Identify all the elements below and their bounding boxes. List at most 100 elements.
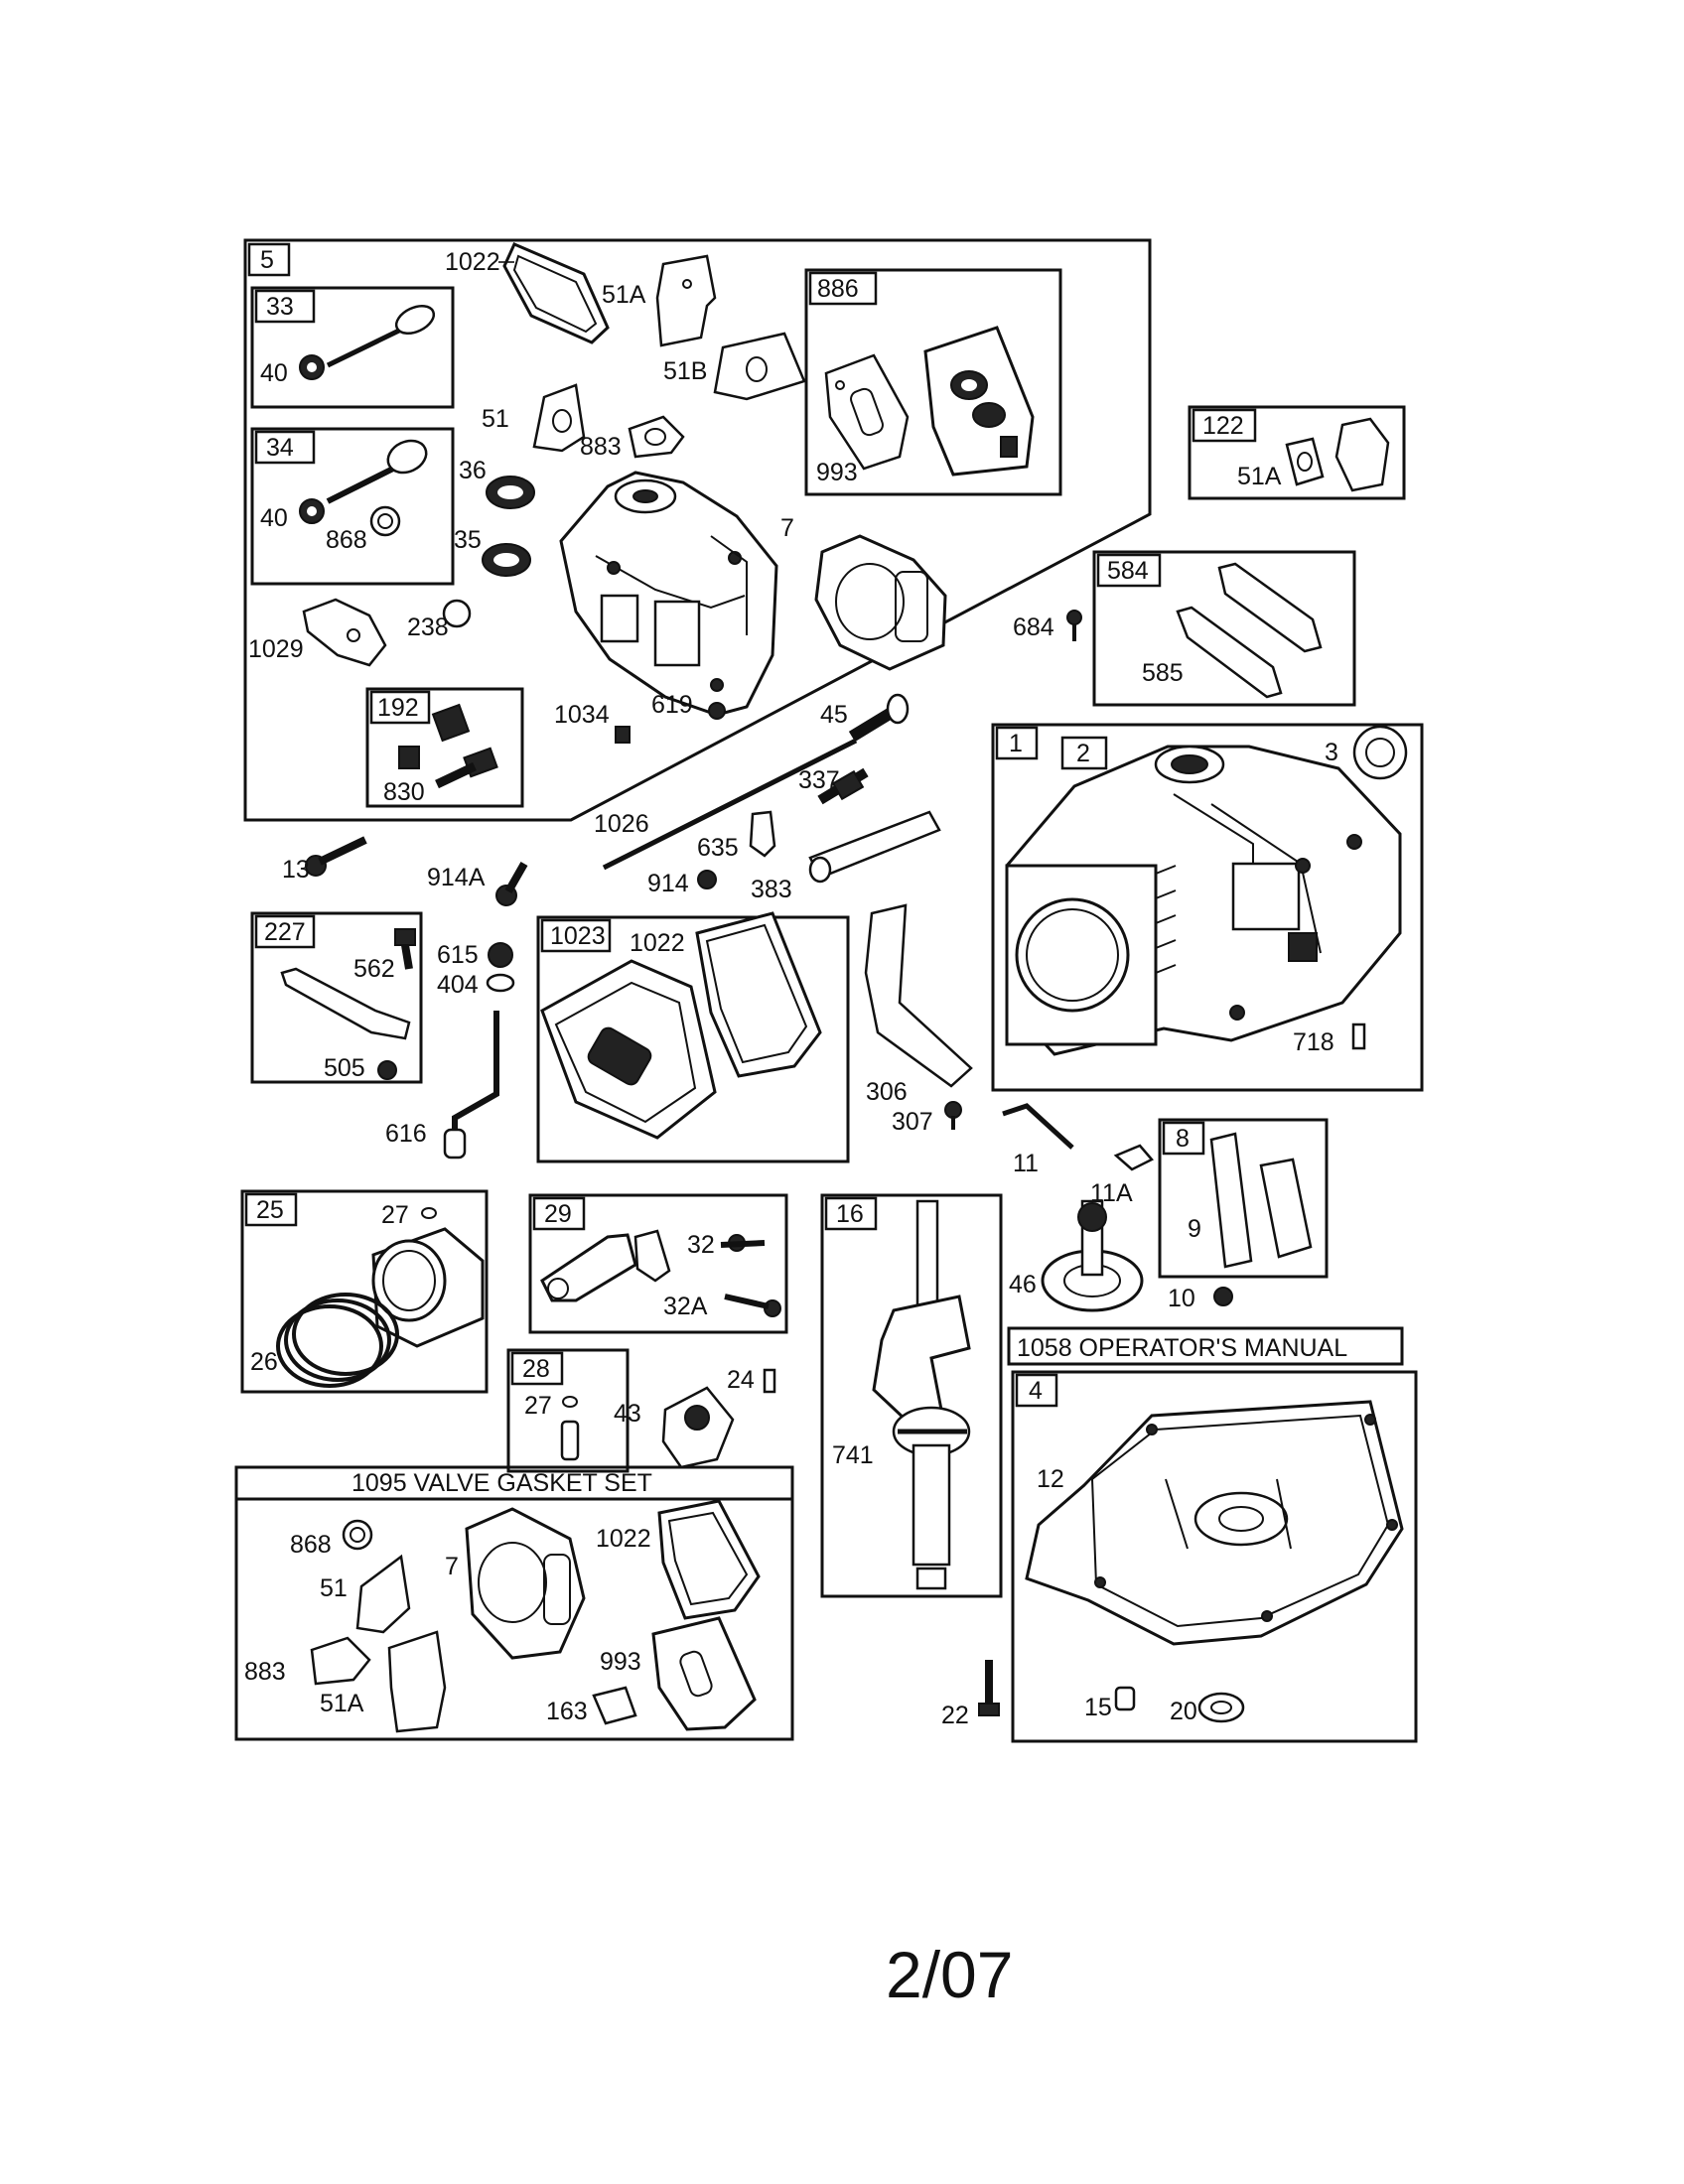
callout-46: 46 [1009, 1271, 1037, 1298]
kit-cover-gasket-part [657, 1499, 761, 1620]
box-tag-584 [1096, 553, 1162, 588]
box-label-29: 29 [544, 1200, 572, 1228]
box-29 [528, 1193, 788, 1334]
governor-gear-43-part [661, 1386, 735, 1469]
callout-27-b: 27 [524, 1392, 552, 1420]
push-rod-1026-part [602, 738, 858, 871]
callout-43: 43 [614, 1400, 641, 1428]
screw-619-part [708, 702, 726, 720]
callout-20: 20 [1170, 1698, 1197, 1725]
box-tag-1 [995, 726, 1039, 760]
callout-307: 307 [892, 1108, 933, 1136]
callout-22: 22 [941, 1702, 969, 1729]
plug-238-part [442, 599, 472, 628]
oil-seal-20-part [1197, 1692, 1245, 1723]
box-1023 [536, 915, 850, 1163]
box-4 [1011, 1370, 1418, 1743]
washer-404-part [486, 973, 515, 993]
exhaust-gasket-993-part [824, 353, 910, 471]
fitting-635-part [749, 810, 776, 858]
callout-883-a: 883 [580, 433, 622, 461]
screw-307-part [944, 1101, 962, 1130]
callout-383: 383 [751, 876, 792, 903]
screw-562-part [394, 928, 416, 970]
box-tag-16 [824, 1196, 878, 1231]
box-label-25: 25 [256, 1196, 284, 1224]
box-tag-5 [247, 242, 291, 277]
intake-spacer-part [1334, 417, 1390, 492]
callout-12: 12 [1037, 1465, 1064, 1493]
box-tag-1023 [540, 918, 612, 953]
kit-exhaust-gasket-part [651, 1616, 757, 1731]
dowel-718-part [1351, 1023, 1366, 1050]
callout-9: 9 [1188, 1215, 1201, 1243]
breather-cover-8-part [1259, 1158, 1313, 1259]
box-tag-192 [369, 690, 431, 725]
cylinder-block-part [1005, 745, 1402, 1056]
operators-manual-box [1007, 1326, 1404, 1366]
callout-27-a: 27 [381, 1201, 409, 1229]
bolt-13-part [305, 836, 367, 877]
callout-562: 562 [353, 955, 395, 983]
box-tag-8 [1162, 1121, 1205, 1156]
box-8 [1158, 1118, 1329, 1279]
footer-date-code: 2/07 [886, 1938, 1013, 2011]
callout-32: 32 [687, 1231, 715, 1259]
crankcase-sump-part [1025, 1400, 1404, 1646]
callout-1022-a: 1022 [445, 248, 500, 276]
screw-684-part [1066, 610, 1082, 641]
breather-tube-part [808, 810, 941, 884]
box-584 [1092, 550, 1356, 707]
set-screw-part [398, 746, 420, 769]
box-label-16: 16 [836, 1200, 864, 1228]
callout-619: 619 [651, 691, 693, 719]
callout-505: 505 [324, 1054, 365, 1082]
box-label-192: 192 [377, 694, 419, 722]
box-label-2: 2 [1076, 740, 1090, 767]
box-tag-34 [254, 430, 316, 465]
rocker-stud-part [435, 747, 498, 789]
callout-741: 741 [832, 1441, 874, 1469]
breather-gasket-9-part [1209, 1132, 1253, 1269]
kit-heat-shield-part [387, 1630, 447, 1733]
callout-993-a: 993 [816, 459, 858, 486]
box-exhaust-valve [250, 427, 455, 586]
crankshaft-part [872, 1199, 971, 1590]
box-label-5: 5 [260, 246, 274, 274]
head-gasket-part [814, 534, 947, 671]
nut-914-part [697, 870, 717, 889]
valve-gasket-set-box [234, 1465, 794, 1741]
link-11-part [1002, 1103, 1074, 1150]
callout-51A-b: 51A [1237, 463, 1282, 490]
bolt-22-part [978, 1660, 1000, 1716]
rod-bolt-32A-part [724, 1294, 781, 1317]
callout-615: 615 [437, 941, 479, 969]
callout-868-a: 868 [326, 526, 367, 554]
washer-615-part [488, 942, 513, 968]
governor-lever-part [280, 967, 411, 1040]
callout-45: 45 [820, 701, 848, 729]
box-label-227: 227 [264, 918, 306, 946]
spark-plug-part [817, 767, 869, 805]
intake-valve-part [299, 304, 436, 380]
box-25 [240, 1189, 489, 1394]
callout-635: 635 [697, 834, 739, 862]
callout-1026: 1026 [594, 810, 649, 838]
cylinder-head-group-frame [243, 238, 1152, 822]
callout-163: 163 [546, 1698, 588, 1725]
heat-shield-part [655, 254, 717, 347]
retainer-27-a-part [421, 1207, 437, 1219]
box-cylinder-block [991, 723, 1424, 1092]
box-label-34: 34 [266, 434, 294, 462]
callout-40-a: 40 [260, 359, 288, 387]
box-label-1: 1 [1009, 730, 1023, 757]
cylinder-head-part [559, 471, 778, 717]
piston-part [371, 1227, 485, 1348]
box-label-886: 886 [817, 275, 859, 303]
piston-rings-part [276, 1293, 399, 1388]
exhaust-valve-part [299, 439, 428, 537]
callout-51-a: 51 [482, 405, 509, 433]
callout-868-b: 868 [290, 1531, 332, 1559]
callout-15: 15 [1084, 1694, 1112, 1721]
